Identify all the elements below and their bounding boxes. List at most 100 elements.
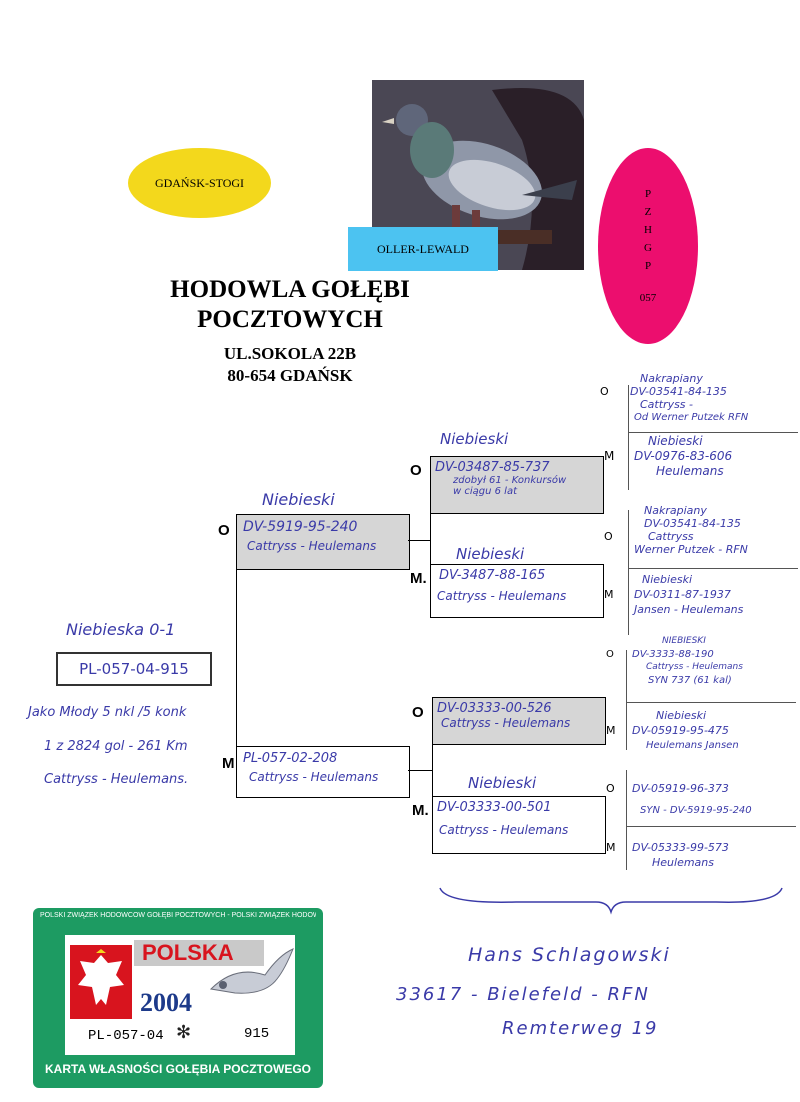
gen3-bracket: [626, 770, 627, 870]
gen3-divider: [628, 432, 798, 433]
address: UL.SOKOLA 22B 80-654 GDAŃSK: [120, 343, 460, 387]
gen3-entry-5: NIEBIESKI O DV-3333-88-190 Cattryss - Heu…: [606, 635, 800, 687]
gen3-entry-1-note: Od Werner Putzek RFN: [634, 412, 749, 423]
gen3-entry-1-ring: DV-03541-84-135: [630, 385, 727, 398]
gen3-entry-6-breed: Heulemans Jansen: [646, 740, 739, 751]
asterisk-icon: ✻: [176, 1022, 192, 1042]
gen3-entry-7-marker: O: [606, 782, 615, 795]
card-ring-number: 915: [244, 1026, 270, 1042]
gen3-entry-6-ring: DV-05919-95-475: [632, 724, 729, 737]
father-connector: [430, 484, 431, 614]
gen3-entry-6-color: Niebieski: [656, 709, 707, 722]
gen3-entry-1-color: Nakrapiany: [640, 372, 703, 385]
mf-marker: O: [412, 704, 424, 721]
ff-note-1: zdobył 61 - Konkursów: [453, 475, 567, 486]
gen3-entry-4-breed: Jansen - Heulemans: [634, 603, 744, 616]
subject-note-1: Jako Młody 5 nkl /5 konk: [28, 705, 187, 720]
gen3-divider: [628, 568, 798, 569]
association-letter: P: [644, 260, 652, 272]
association-letter: G: [644, 242, 652, 254]
gen3-entry-1-breed: Cattryss -: [640, 398, 694, 411]
fm-box: DV-3487-88-165 Cattryss - Heulemans: [430, 564, 604, 618]
pigeon-image: [372, 80, 584, 270]
owner-name: Hans Schlagowski: [468, 944, 671, 966]
gen3-entry-5-color: NIEBIESKI: [662, 636, 706, 646]
gen3-entry-4-ring: DV-0311-87-1937: [634, 588, 731, 601]
breeder-label: OLLER-LEWALD: [348, 227, 498, 271]
gen3-entry-7-ring: DV-05919-96-373: [632, 782, 729, 795]
ff-note-2: w ciągu 6 lat: [453, 486, 517, 497]
gen3-entry-2-color: Niebieski: [648, 434, 703, 448]
gen3-entry-5-marker: O: [606, 649, 614, 660]
association-letter: P: [644, 188, 652, 200]
father-connector: [408, 540, 430, 541]
gen3-entry-2-breed: Heulemans: [656, 464, 724, 478]
location-label: GDAŃSK-STOGI: [154, 175, 245, 190]
title-line-1: HODOWLA GOŁĘBI: [170, 276, 410, 303]
fm-ring: DV-3487-88-165: [439, 568, 546, 583]
address-line-2: 80-654 GDAŃSK: [227, 366, 353, 385]
ff-ring: DV-03487-85-737: [435, 460, 550, 475]
mother-breed: Cattryss - Heulemans: [249, 770, 379, 784]
gen3-entry-8-marker: M: [606, 841, 616, 854]
mm-marker: M.: [412, 802, 429, 819]
mother-ring: PL-057-02-208: [243, 751, 338, 766]
gen3-entry-4-color: Niebieski: [642, 573, 693, 586]
gen3-entry-5-ring: DV-3333-88-190: [632, 649, 714, 660]
father-box: DV-5919-95-240 Cattryss - Heulemans: [236, 514, 410, 570]
dove-icon: [209, 948, 294, 994]
gen3-bracket: [626, 650, 627, 750]
gen3-divider: [626, 702, 796, 703]
subject-color: Niebieska 0-1: [66, 620, 176, 639]
card-ring-prefix: PL-057-04: [88, 1028, 164, 1044]
card-footer: KARTA WŁASNOŚCI GOŁĘBIA POCZTOWEGO: [45, 1062, 311, 1076]
mother-connector: [408, 770, 432, 771]
mm-box: DV-03333-00-501 Cattryss - Heulemans: [432, 796, 606, 854]
pigeon-photo: [372, 80, 584, 270]
gen3-entry-3-marker: O: [604, 530, 613, 543]
address-line-1: UL.SOKOLA 22B: [223, 344, 357, 363]
fm-marker: M.: [410, 570, 427, 587]
pedigree-connector: [236, 568, 237, 758]
mother-box: PL-057-02-208 Cattryss - Heulemans: [236, 746, 410, 798]
gen3-entry-8-ring: DV-05333-99-573: [632, 841, 729, 854]
owner-city: 33617 - Bielefeld - RFN: [396, 984, 650, 1005]
father-ring: DV-5919-95-240: [243, 519, 358, 535]
association-letter: H: [644, 224, 652, 236]
association-number: 057: [639, 292, 657, 304]
gen3-entry-3: Nakrapiany DV-03541-84-135 O Cattryss Wer…: [604, 504, 800, 556]
gen3-entry-2: Niebieski M DV-0976-83-606 Heulemans: [604, 434, 800, 479]
mother-connector: [432, 718, 433, 850]
gen3-bracket: [628, 510, 629, 635]
mf-ring: DV-03333-00-526: [437, 701, 552, 716]
association-ellipse: P Z H G P 057: [598, 148, 698, 344]
ff-box: DV-03487-85-737 zdobył 61 - Konkursów w …: [430, 456, 604, 514]
ff-color: Niebieski: [440, 430, 509, 448]
mm-color: Niebieski: [468, 774, 537, 792]
association-letter: Z: [644, 206, 652, 218]
father-breed: Cattryss - Heulemans: [247, 539, 377, 553]
subject-note-2: 1 z 2824 gol - 261 Km: [44, 739, 188, 754]
gen3-entry-3-breed: Cattryss: [648, 530, 694, 543]
gen3-entry-2-marker: M: [604, 449, 615, 463]
gen3-entry-3-ring: DV-03541-84-135: [644, 517, 741, 530]
ff-marker: O: [410, 462, 422, 479]
gen3-entry-3-color: Nakrapiany: [644, 504, 707, 517]
title-line-2: POCZTOWYCH: [197, 306, 383, 333]
fm-breed: Cattryss - Heulemans: [437, 589, 567, 603]
mm-ring: DV-03333-00-501: [437, 800, 552, 815]
subject-ring-box: PL-057-04-915: [56, 652, 212, 686]
card-year: 2004: [140, 988, 192, 1017]
gen3-entry-2-ring: DV-0976-83-606: [634, 449, 733, 463]
brace-mark: [439, 887, 783, 915]
gen3-entry-5-breed: Cattryss - Heulemans: [646, 662, 743, 672]
gen3-bracket: [628, 385, 629, 490]
mf-box: DV-03333-00-526 Cattryss - Heulemans: [432, 697, 606, 745]
gen3-entry-3-note: Werner Putzek - RFN: [634, 543, 748, 556]
fm-color: Niebieski: [456, 545, 525, 563]
